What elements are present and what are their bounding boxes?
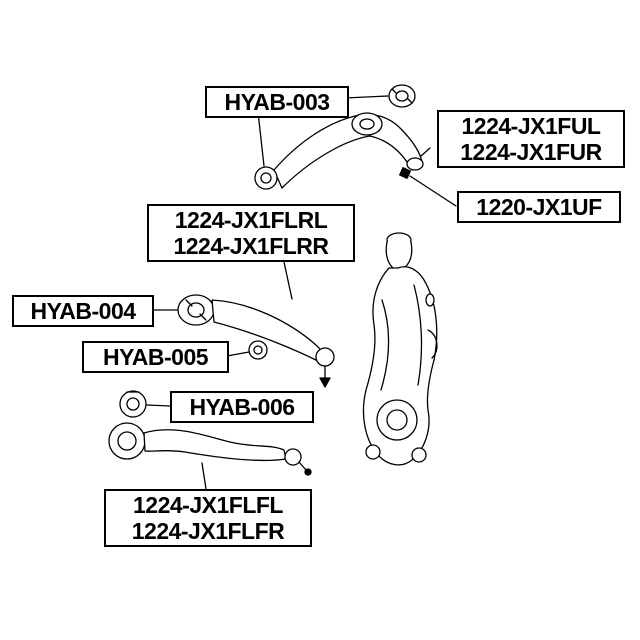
label-1224-jx1flr: 1224-JX1FLRL 1224-JX1FLRR	[147, 204, 355, 262]
label-hyab-004: HYAB-004	[12, 295, 154, 327]
leader-hyab005	[226, 351, 250, 357]
leader-hyab003-bushing	[344, 95, 389, 99]
label-hyab-006: HYAB-006	[170, 391, 314, 423]
part-code: 1220-JX1UF	[476, 194, 602, 220]
part-code: 1224-JX1FLFL	[133, 492, 283, 518]
front-lower-control-arm	[108, 422, 312, 476]
label-1220-jx1uf: 1220-JX1UF	[457, 191, 621, 223]
leader-1220jx1uf	[409, 175, 457, 207]
part-code: 1224-JX1FLFR	[131, 518, 285, 544]
leader-1224jx1fu	[420, 147, 431, 157]
part-code: HYAB-003	[224, 89, 330, 115]
label-1224-jx1flf: 1224-JX1FLFL 1224-JX1FLFR	[104, 489, 312, 547]
part-code: 1224-JX1FLRR	[173, 233, 329, 259]
leader-lines	[146, 95, 457, 490]
rear-lower-control-arm	[177, 294, 335, 388]
part-code: 1224-JX1FUL	[461, 113, 601, 139]
upper-control-arm	[254, 112, 424, 190]
steering-knuckle	[362, 232, 438, 466]
label-hyab-005: HYAB-005	[82, 341, 229, 373]
leader-hyab006	[146, 404, 171, 407]
upper-arm-bushing-icon	[388, 84, 416, 108]
leader-1224jx1flf	[201, 462, 207, 490]
label-hyab-003: HYAB-003	[205, 86, 349, 118]
leader-1224jx1flr	[283, 261, 293, 300]
part-code: HYAB-005	[102, 344, 209, 370]
part-code: HYAB-004	[30, 298, 136, 324]
part-code: HYAB-006	[189, 394, 295, 420]
leader-hyab003-arm	[257, 111, 265, 167]
hyab006-bushing	[119, 390, 147, 418]
ball-joint-bolt	[399, 167, 411, 179]
part-code: 1224-JX1FUR	[460, 139, 602, 165]
label-1224-jx1fu: 1224-JX1FUL 1224-JX1FUR	[437, 110, 625, 168]
part-code: 1224-JX1FLRL	[174, 207, 328, 233]
